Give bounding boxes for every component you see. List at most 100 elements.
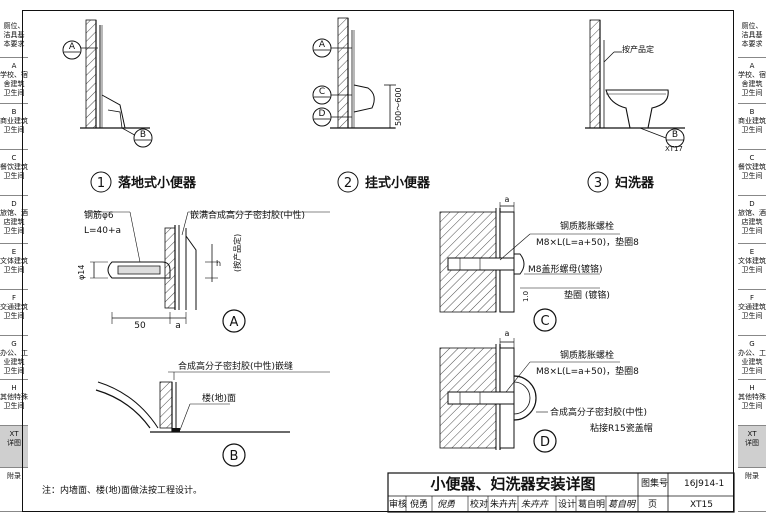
nav-tab-text: XT (747, 430, 757, 438)
review-label: 审核 (389, 500, 408, 510)
fig1-number-circle (90, 171, 112, 193)
nav-tab-l-0[interactable]: 厕位、洁具基本要求 (0, 18, 28, 58)
nav-tab-text: 厕位、 (3, 22, 25, 30)
h-dim: h (216, 259, 221, 268)
detail-D (439, 338, 620, 450)
length-label: L=40+a (84, 226, 121, 236)
nav-tab-text: 卫生间 (741, 402, 763, 410)
nav-tab-text: 旅馆、酒 (738, 209, 766, 217)
nav-tab-text: 卫生间 (3, 227, 25, 235)
nav-tab-text: F (11, 294, 17, 302)
nav-tab-text: 本要求 (741, 40, 763, 48)
detail-D-label: D (540, 435, 550, 450)
marker-A-fig1: A (69, 42, 76, 52)
steel-bolt-label-D: 钢质膨胀螺栓 (560, 349, 614, 361)
nav-tab-text: 卫生间 (741, 172, 763, 180)
nav-tab-text: 其他特殊 (738, 393, 766, 401)
detail-C (439, 202, 620, 313)
fig2-number-circle (337, 171, 359, 193)
nav-tab-r-0[interactable]: 厕位、洁具基本要求 (738, 18, 766, 58)
marker-A-fig2: A (319, 40, 326, 50)
nav-tab-text: 办公、工 (738, 349, 766, 357)
xt17-ref: XT17 (665, 145, 683, 153)
designer-signature: 葛自明 (608, 500, 636, 510)
checker-signature: 朱卉卉 (521, 500, 549, 510)
h-note: (按产品定) (232, 234, 242, 272)
dim-50: 50 (134, 321, 146, 331)
marker-C-fig2: C (319, 87, 325, 97)
reviewer-name: 倪勇 (410, 500, 429, 510)
page-number: XT15 (690, 500, 713, 510)
floor-label: 楼(地)面 (202, 392, 236, 404)
detail-A (84, 211, 330, 324)
detail-B (95, 371, 330, 433)
nav-tab-text: 卫生间 (3, 266, 25, 274)
detail-A-circle (222, 309, 246, 333)
nav-tab-r-10[interactable]: 附录 (738, 468, 766, 512)
drawing-frame (22, 10, 734, 512)
detail-C-label: C (540, 314, 549, 329)
seal-joint-label: 合成高分子密封胶(中性)嵌缝 (178, 360, 293, 372)
detail-B-label: B (230, 449, 239, 464)
marker-B-fig3: B (672, 130, 678, 140)
nav-tab-text: 办公、工 (0, 349, 28, 357)
design-label: 设计 (558, 500, 577, 510)
nav-tab-text: C (11, 154, 17, 162)
atlas-number-label: 图集号 (641, 479, 669, 489)
nav-tab-text: 业建筑 (3, 358, 25, 366)
phi14-dim: φ14 (77, 265, 86, 280)
gap-dim: 1.0 (522, 291, 530, 302)
nav-tab-text: 店建筑 (741, 218, 763, 226)
nav-tab-text: 文体建筑 (738, 257, 766, 265)
seal-neutral-label: 合成高分子密封胶(中性) (550, 406, 647, 418)
nav-tab-text: H (749, 384, 755, 392)
r15-cap-label: 粘接R15瓷盖帽 (590, 422, 653, 434)
nav-tab-text: E (749, 248, 755, 256)
detail-A-label: A (230, 315, 239, 330)
floor-urinal-elevation: A B (62, 19, 153, 148)
nav-tab-text: D (749, 200, 755, 208)
fig1-title: 落地式小便器 (118, 175, 197, 191)
nav-tab-text: D (11, 200, 17, 208)
fig2-number: 2 (344, 176, 352, 191)
nav-tab-text: 其他特殊 (0, 393, 28, 401)
atlas-number: 16J914-1 (684, 479, 725, 489)
nav-tab-text: 洁具基 (741, 31, 763, 39)
nav-tab-text: B (11, 108, 17, 116)
wall-urinal-elevation: A C D (312, 17, 396, 129)
bolt-spec-label-D: M8×L(L=a+50)，垫圈8 (536, 365, 639, 377)
nav-tab-text: B (749, 108, 755, 116)
nav-tab-text: 附录 (745, 472, 759, 480)
nav-tab-text: XT (9, 430, 19, 438)
dim-a-A: a (175, 321, 181, 331)
nav-tab-text: 卫生间 (3, 367, 25, 375)
nav-tab-text: F (749, 294, 755, 302)
nav-tab-l-10[interactable]: 附录 (0, 468, 28, 512)
nav-tab-text: 卫生间 (741, 367, 763, 375)
nav-tab-text: 厕位、 (741, 22, 763, 30)
nav-tab-text: A (11, 62, 17, 70)
nav-tab-text: H (11, 384, 17, 392)
nav-tab-text: G (11, 340, 17, 348)
nav-tab-text: 卫生间 (741, 266, 763, 274)
dim-a-D: a (505, 329, 510, 338)
washer-label: 垫圈 (镀铬) (564, 289, 610, 301)
